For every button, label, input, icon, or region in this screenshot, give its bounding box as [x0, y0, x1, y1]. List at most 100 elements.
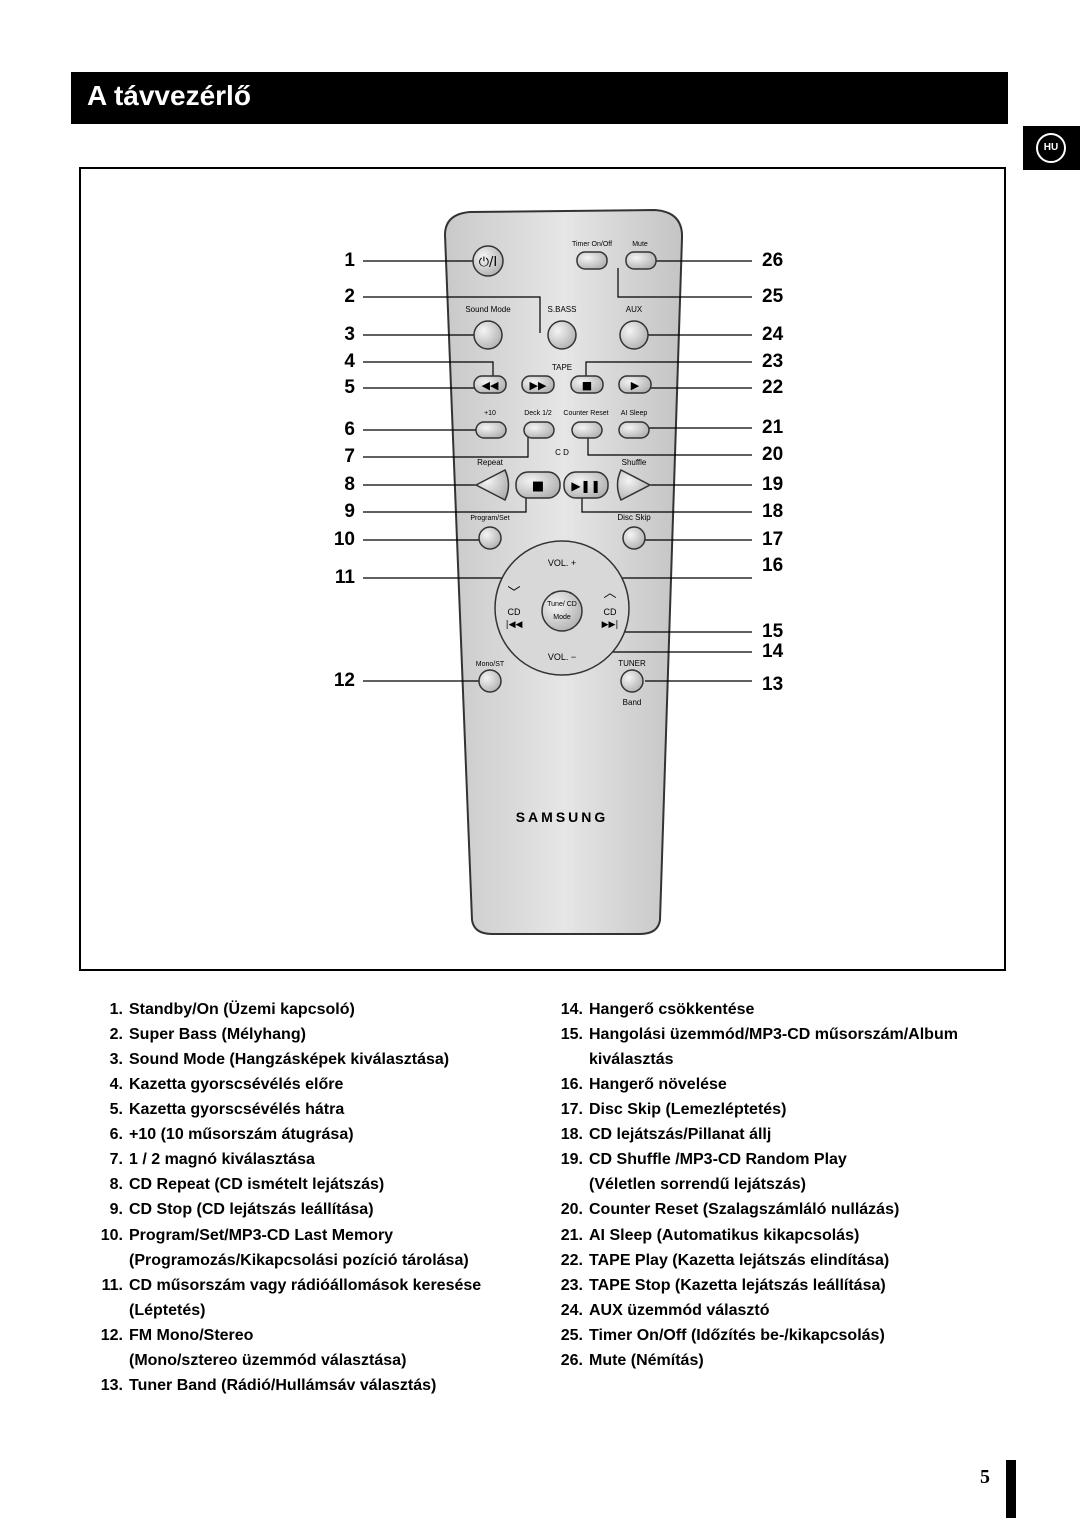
callout-4: 4 — [344, 351, 355, 372]
tuner-band-button — [620, 669, 644, 693]
legend-number: 21. — [560, 1227, 583, 1244]
callout-lines-right — [580, 260, 752, 682]
power-icon: ⏻/I — [479, 255, 498, 270]
page-number: 5 — [980, 1466, 990, 1488]
callout-16: 16 — [762, 555, 784, 576]
legend-text: +10 (10 műsorszám átugrása) — [129, 1126, 354, 1143]
cd-repeat-button — [474, 468, 510, 502]
legend-text: 1 / 2 magnó kiválasztása — [129, 1151, 315, 1168]
legend-text: (Véletlen sorrendű lejátszás) — [589, 1176, 806, 1193]
cd-play-pause-button — [563, 471, 609, 499]
legend-text: TAPE Stop (Kazetta lejátszás leállítása) — [589, 1277, 886, 1294]
callout-8: 8 — [344, 474, 355, 495]
callout-lines-left — [363, 260, 541, 682]
legend-number: 8. — [109, 1176, 123, 1193]
callout-2: 2 — [344, 286, 355, 307]
tuner-label: TUNER — [618, 659, 646, 668]
timer-onoff-button — [576, 251, 608, 270]
cd-section-label: C D — [555, 448, 569, 457]
chevron-down-left-icon: ﹀ — [507, 586, 520, 601]
legend-text: (Léptetés) — [129, 1302, 206, 1319]
legend-number: 12. — [100, 1327, 123, 1344]
ai-sleep-label: AI Sleep — [621, 410, 648, 417]
callout-3: 3 — [344, 324, 355, 345]
legend-number: 1. — [109, 1001, 123, 1018]
counter-reset-label: Counter Reset — [563, 410, 608, 417]
legend-text: kiválasztás — [589, 1051, 674, 1068]
callout-5: 5 — [344, 377, 355, 398]
legend-number: 16. — [560, 1076, 583, 1093]
callout-20: 20 — [762, 444, 784, 465]
legend-text: Counter Reset (Szalagszámláló nullázás) — [589, 1201, 900, 1218]
legend-text: Disc Skip (Lemezléptetés) — [589, 1101, 787, 1118]
legend-text: CD Shuffle /MP3-CD Random Play — [589, 1151, 847, 1168]
play-icon: ▶ — [631, 379, 640, 392]
tune-cd-label: Tune/ CD — [547, 601, 577, 608]
brand-logo: SAMSUNG — [516, 809, 609, 825]
callout-21: 21 — [762, 417, 784, 438]
cd-stop-button — [515, 471, 561, 499]
legend-text: CD Stop (CD lejátszás leállítása) — [129, 1201, 374, 1218]
tune-mode-label: Mode — [553, 614, 571, 621]
legend-number: 26. — [560, 1352, 583, 1369]
legend-text: Kazetta gyorscsévélés hátra — [129, 1101, 345, 1118]
disc-skip-button — [622, 526, 646, 550]
language-code: HU — [1036, 133, 1066, 163]
remote-figure-frame — [79, 167, 1006, 971]
callout-26: 26 — [762, 250, 784, 271]
cd-stop-icon: ■ — [532, 479, 544, 494]
legend-number: 20. — [560, 1201, 583, 1218]
callout-1: 1 — [344, 250, 355, 271]
callout-22: 22 — [762, 377, 784, 398]
callout-18: 18 — [762, 501, 784, 522]
callout-25: 25 — [762, 286, 784, 307]
legend-text: Timer On/Off (Időzítés be-/kikapcsolás) — [589, 1327, 885, 1344]
legend-text: Kazetta gyorscsévélés előre — [129, 1076, 344, 1093]
legend-text: AUX üzemmód választó — [589, 1302, 770, 1319]
legend-text: (Mono/sztereo üzemmód választása) — [129, 1352, 407, 1369]
cd-shuffle-button — [616, 468, 652, 502]
page-title: A távvezérlő — [87, 80, 251, 111]
rewind-icon: ◀◀ — [482, 379, 499, 392]
legend-text: CD lejátszás/Pillanat állj — [589, 1126, 772, 1143]
legend-text: CD műsorszám vagy rádióállomások keresés… — [129, 1277, 482, 1294]
skip-forward-icon: ▶▶| — [602, 620, 619, 630]
mono-st-label: Mono/ST — [476, 661, 505, 668]
legend-number: 22. — [560, 1252, 583, 1269]
callout-6: 6 — [344, 419, 355, 440]
legend-number: 10. — [100, 1227, 123, 1244]
repeat-label: Repeat — [477, 458, 504, 467]
aux-label: AUX — [626, 305, 643, 314]
legend-number: 7. — [109, 1151, 123, 1168]
legend-number: 13. — [100, 1377, 123, 1394]
legend-number: 19. — [560, 1151, 583, 1168]
legend-number: 15. — [560, 1026, 583, 1043]
legend-number: 18. — [560, 1126, 583, 1143]
section-header-bar: A távvezérlő — [71, 72, 1008, 124]
mute-button — [625, 251, 657, 270]
standby-button — [472, 245, 504, 277]
plus10-label: +10 — [484, 410, 496, 417]
legend-text: Mute (Némítás) — [589, 1352, 704, 1369]
program-set-label: Program/Set — [470, 515, 509, 522]
legend-text: AI Sleep (Automatikus kikapcsolás) — [589, 1227, 860, 1244]
legend-number: 6. — [109, 1126, 123, 1143]
skip-back-icon: |◀◀ — [506, 620, 523, 630]
mono-st-button — [478, 669, 502, 693]
vol-down-label: VOL. − — [548, 652, 576, 662]
legend-number: 17. — [560, 1101, 583, 1118]
sbass-button — [547, 320, 577, 350]
tape-ff-button — [521, 375, 555, 394]
callout-15: 15 — [762, 621, 784, 642]
tape-rewind-button — [473, 375, 507, 394]
callout-24: 24 — [762, 324, 784, 345]
plus10-button — [475, 421, 507, 439]
tape-label: TAPE — [552, 363, 572, 372]
remote-illustration: ⏻/I Timer On/Off Mute Sound Mode S.BASS … — [363, 208, 752, 935]
legend-text: (Programozás/Kikapcsolási pozíció tárolá… — [129, 1252, 469, 1269]
callout-11: 11 — [334, 567, 355, 588]
disc-skip-label: Disc Skip — [617, 513, 651, 522]
callout-12: 12 — [333, 670, 355, 691]
sbass-label: S.BASS — [548, 305, 577, 314]
page-marker-bar — [1006, 1460, 1016, 1518]
